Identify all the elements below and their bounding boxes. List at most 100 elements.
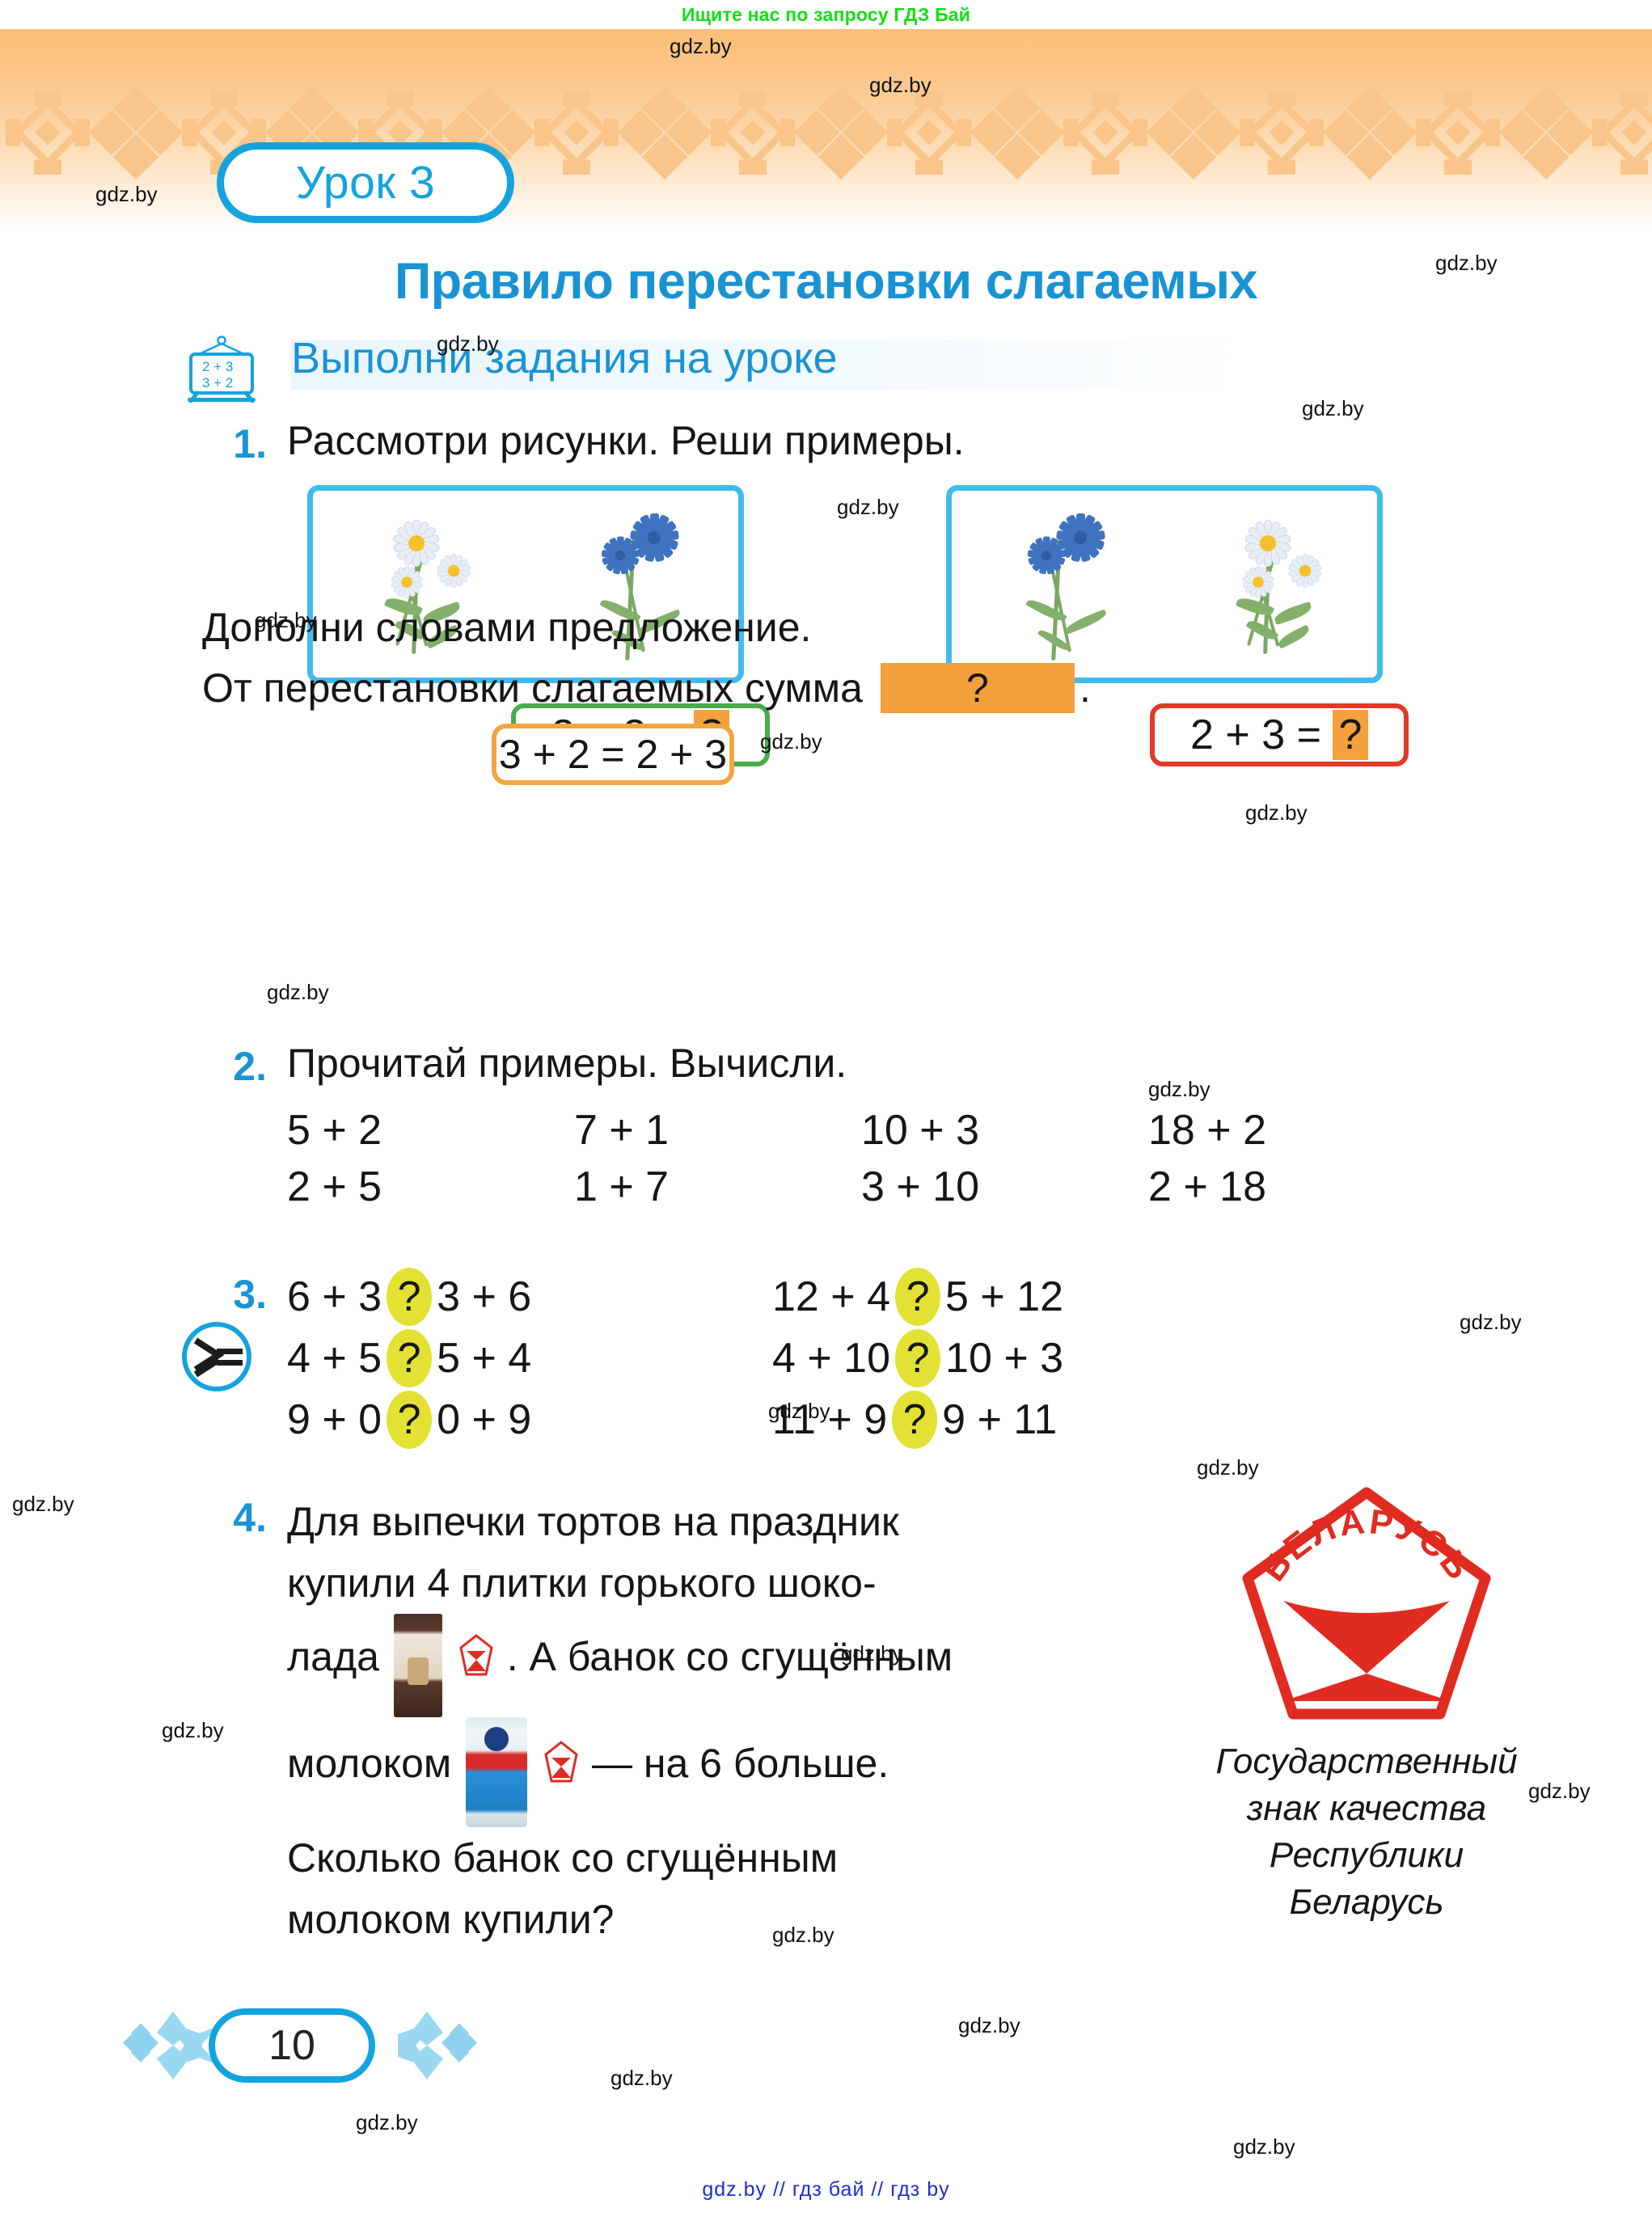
task-4-line-4: молоком — на 6 больше. [287,1717,1128,1827]
task-4-number: 4. [233,1495,267,1540]
ornament-diamond-cluster [1146,84,1241,181]
example-cell: 10 + 3 [861,1107,980,1154]
compare-right: 12 + 4 ? 5 + 12 [772,1268,1257,1326]
example-cell: 5 + 2 [287,1107,382,1154]
commutative-rule-box: 3 + 2 = 2 + 3 [492,724,734,785]
expr-b: 10 + 3 [945,1335,1064,1382]
blackboard-icon: 2 + 3 3 + 2 [176,335,267,403]
compare-answer[interactable]: ? [892,1391,938,1449]
task-4-line-4b: — на 6 больше. [591,1741,889,1786]
task-4-text: Для выпечки тортов на праздник купили 4 … [287,1491,1128,1950]
picture-box-left [307,485,744,683]
ornament-star [1234,84,1329,181]
equation-right-answer[interactable]: ? [1332,710,1368,760]
ornament-star [0,84,95,181]
task-4-line-3a: лада [287,1634,379,1679]
task-4-line-5: Сколько банок со сгущённым [287,1835,839,1881]
expr-a: 4 + 10 [772,1335,891,1382]
expr-a: 4 + 5 [287,1335,382,1382]
watermark: gdz.by [162,1718,224,1742]
belarus-quality-mark-icon: БЕЛАРУСЬ [1233,1481,1500,1724]
sentence-row: От перестановки слагаемых сумма ? . [202,663,1091,713]
watermark: gdz.by [1302,396,1364,420]
expr-b: 9 + 11 [942,1396,1058,1443]
page-title: Правило перестановки слагаемых [394,253,1258,310]
lesson-badge-label: Урок 3 [295,157,436,209]
watermark: gdz.by [356,2110,418,2134]
sentence-blank[interactable]: ? [880,663,1075,713]
caption-line-4: Беларусь [1289,1882,1444,1922]
expr-b: 5 + 4 [437,1335,532,1382]
task-1-number: 1. [233,421,267,467]
sentence-period: . [1079,665,1091,711]
subtitle-text: Выполни задания на уроке [291,334,838,382]
ornament-diamond-cluster [793,84,889,181]
compare-icon [180,1319,254,1394]
ornament-star [1058,84,1153,181]
compare-left: 9 + 0 ? 0 + 9 [287,1391,611,1449]
compare-right: 11 + 9 ? 9 + 11 [772,1391,1257,1449]
ornament-star [529,84,624,181]
ornament-diamond-cluster [1498,84,1594,181]
task-3-rows: 6 + 3 ? 3 + 6 12 + 4 ? 5 + 12 4 + 5 ? 5 … [287,1266,1257,1450]
ornament-star [1587,84,1652,181]
task-4-line-1: Для выпечки тортов на праздник [287,1499,899,1544]
page-number: 10 [209,2008,375,2083]
compare-left: 4 + 5 ? 5 + 4 [287,1329,611,1387]
task-2-text: Прочитай примеры. Вычисли. [287,1041,847,1086]
subtitle-row: 2 + 3 3 + 2 Выполни задания на уроке [176,333,1470,403]
expr-b: 5 + 12 [945,1273,1064,1320]
equation-right: 2 + 3 = ? [1150,703,1409,766]
expr-b: 0 + 9 [437,1396,532,1443]
caption-line-3: Республики [1269,1835,1464,1875]
cornflower-bunch-icon [557,504,707,665]
picture-box-right [946,485,1383,683]
compare-answer[interactable]: ? [387,1391,433,1449]
ornament-diamond-cluster [1322,84,1418,181]
condensed-milk-can-icon [466,1717,528,1827]
svg-text:БЕЛАРУСЬ: БЕЛАРУСЬ [1254,1502,1480,1589]
example-cell: 1 + 7 [574,1163,670,1210]
task-3-number: 3. [233,1272,267,1317]
daisy-bunch-icon [344,504,494,665]
compare-right: 4 + 10 ? 10 + 3 [772,1329,1257,1387]
svg-text:3 + 2: 3 + 2 [202,375,233,391]
sentence-prompt: Дополни словами предложение. [202,605,812,650]
task-4-line-2: купили 4 плитки горького шоко- [287,1560,877,1606]
footer-links: gdz.by // гдз бай // гдз by [702,2178,950,2201]
ornament-star [705,84,801,181]
expr-a: 11 + 9 [772,1396,888,1443]
task-1-text: Рассмотри рисунки. Реши примеры. [287,418,965,463]
watermark: gdz.by [958,2013,1020,2037]
example-cell: 2 + 5 [287,1163,382,1210]
compare-answer[interactable]: ? [895,1329,941,1387]
svg-text:2 + 3: 2 + 3 [202,359,233,374]
table-row: 6 + 3 ? 3 + 6 12 + 4 ? 5 + 12 [287,1266,1257,1328]
watermark: gdz.by [1148,1077,1210,1101]
watermark: gdz.by [611,2066,673,2090]
compare-answer[interactable]: ? [387,1268,433,1326]
promo-strip: Ищите нас по запросу ГДЗ Бай [0,0,1652,29]
compare-left: 6 + 3 ? 3 + 6 [287,1268,611,1326]
watermark: gdz.by [1233,2134,1295,2159]
daisy-bunch-icon [1196,504,1346,665]
watermark: gdz.by [267,980,329,1004]
quality-mark-caption: Государственный знак качества Республики… [1181,1738,1553,1926]
quality-mark-small-icon [458,1633,494,1678]
watermark: gdz.by [12,1492,74,1516]
chocolate-bar-icon [393,1614,442,1717]
table-row: 5 + 2 7 + 1 10 + 3 18 + 2 [287,1106,1435,1155]
expr-a: 9 + 0 [287,1396,382,1443]
quality-mark-small-icon [543,1740,579,1785]
table-row: 2 + 5 1 + 7 3 + 10 2 + 18 [287,1163,1435,1211]
quality-mark-block: БЕЛАРУСЬ Государственный знак качества Р… [1181,1481,1553,1926]
table-row: 4 + 5 ? 5 + 4 4 + 10 ? 10 + 3 [287,1328,1257,1389]
task-4-line-3: лада . А банок со сгущённым [287,1614,1128,1717]
compare-answer[interactable]: ? [387,1329,433,1387]
caption-line-1: Государственный [1215,1742,1518,1781]
watermark: gdz.by [1245,800,1308,825]
example-cell: 7 + 1 [574,1107,670,1154]
ornament-star [881,84,977,181]
compare-answer[interactable]: ? [895,1268,941,1326]
